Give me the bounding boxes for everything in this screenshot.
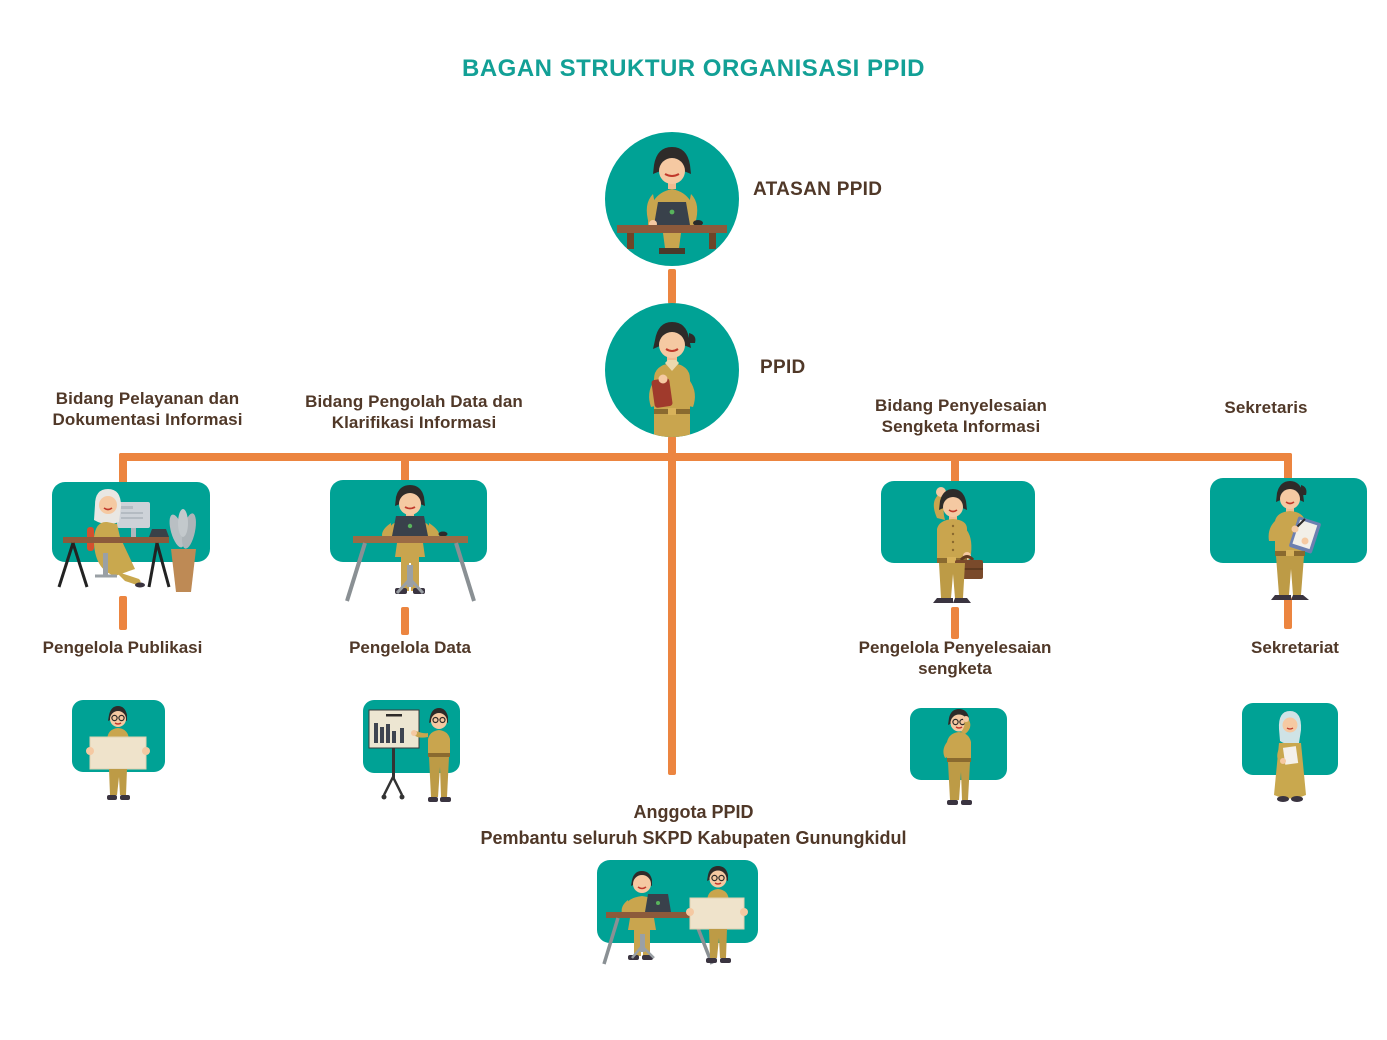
connector-drop-4: [1284, 453, 1292, 480]
connector-drop-2: [401, 453, 409, 482]
ppid-label: PPID: [760, 357, 806, 378]
connector-sub-4: [1284, 597, 1292, 629]
connector-drop-3: [951, 453, 959, 483]
anggota-labels: Anggota PPID Pembantu seluruh SKPD Kabup…: [0, 799, 1387, 851]
atasan-ppid-label: ATASAN PPID: [753, 179, 883, 200]
anggota-illustration: [597, 860, 758, 965]
branch-1-title: Bidang Pelayanan dan Dokumentasi Informa…: [52, 389, 243, 429]
role-2-label: Pengelola Data: [349, 638, 471, 657]
branch-4-illustration: [1210, 478, 1367, 600]
branch-2-illustration: [330, 480, 487, 602]
anggota-title: Anggota PPID: [633, 802, 754, 822]
branch-2-title: Bidang Pengolah Data dan Klarifikasi Inf…: [305, 392, 523, 432]
branch-4-title: Sekretaris: [1224, 398, 1308, 417]
anggota-subtitle: Pembantu seluruh SKPD Kabupaten Gunungki…: [480, 828, 907, 848]
connector-atasan-ppid: [668, 269, 676, 304]
role-2-illustration: [363, 700, 460, 802]
connector-sub-1: [119, 596, 127, 630]
connector-sub-3: [951, 607, 959, 639]
branch-3-illustration: [881, 481, 1035, 603]
connector-sub-2: [401, 607, 409, 635]
role-3-label: Pengelola Penyelesaian sengketa: [858, 638, 1052, 678]
atasan-ppid-avatar-illustration: [605, 132, 739, 266]
branch-1-illustration: [52, 482, 210, 592]
connector-center-vertical: [668, 453, 676, 775]
page-title: BAGAN STRUKTUR ORGANISASI PPID: [461, 55, 926, 82]
connector-ppid-trunk: [668, 436, 676, 457]
connector-horizontal: [119, 453, 1292, 461]
connector-drop-1: [119, 453, 127, 484]
role-3-illustration: [910, 708, 1007, 805]
role-4-illustration: [1242, 703, 1338, 802]
role-1-illustration: [72, 700, 165, 800]
branch-3-title: Bidang Penyelesaian Sengketa Informasi: [875, 396, 1047, 436]
role-4-label: Sekretariat: [1251, 638, 1339, 657]
ppid-avatar-illustration: [605, 303, 739, 437]
role-1-label: Pengelola Publikasi: [42, 638, 203, 657]
